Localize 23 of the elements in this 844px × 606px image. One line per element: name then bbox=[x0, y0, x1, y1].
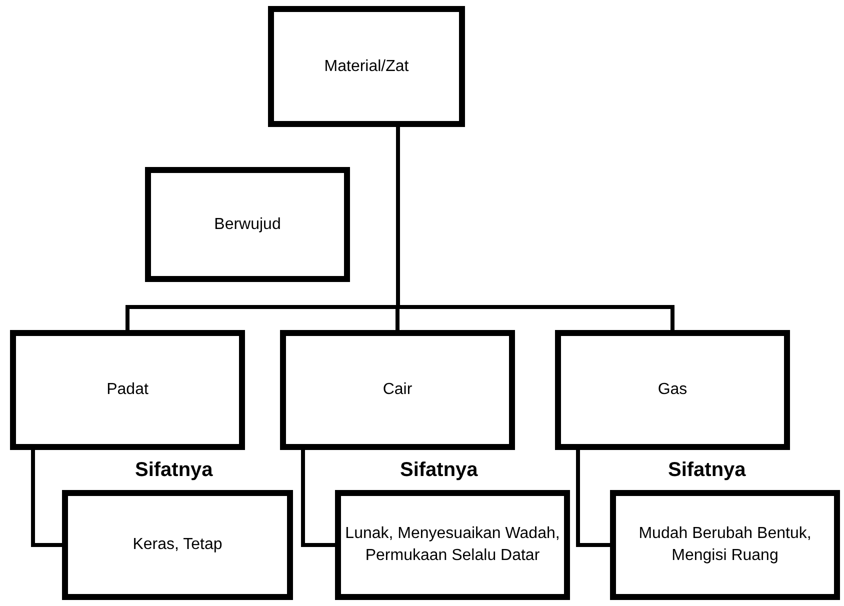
box-text: Keras, Tetap bbox=[132, 535, 222, 556]
box bbox=[10, 330, 245, 450]
connector-line bbox=[576, 450, 610, 547]
box-text: Cair bbox=[382, 380, 412, 400]
box bbox=[555, 330, 790, 450]
box-text: Padat bbox=[106, 380, 148, 400]
box bbox=[62, 490, 293, 600]
connector-line bbox=[301, 450, 335, 547]
connector-line bbox=[31, 450, 62, 547]
box-text: Material/Zat bbox=[324, 56, 409, 77]
connector-line bbox=[396, 127, 674, 330]
label-text: Sifatnya bbox=[135, 458, 213, 483]
box-text: Mudah Berubah Bentuk, Mengisi Ruang bbox=[638, 524, 812, 566]
box bbox=[280, 330, 515, 450]
box-text: Berwujud bbox=[214, 214, 281, 235]
box bbox=[268, 6, 465, 127]
box-text: Gas bbox=[658, 380, 688, 400]
box-text: Lunak, Menyesuaikan Wadah, Permukaan Selalu Datar bbox=[345, 524, 560, 566]
box bbox=[335, 490, 570, 600]
label-text: Sifatnya bbox=[668, 458, 746, 483]
box bbox=[610, 490, 840, 600]
box bbox=[145, 167, 350, 282]
label-text: Sifatnya bbox=[400, 458, 478, 483]
